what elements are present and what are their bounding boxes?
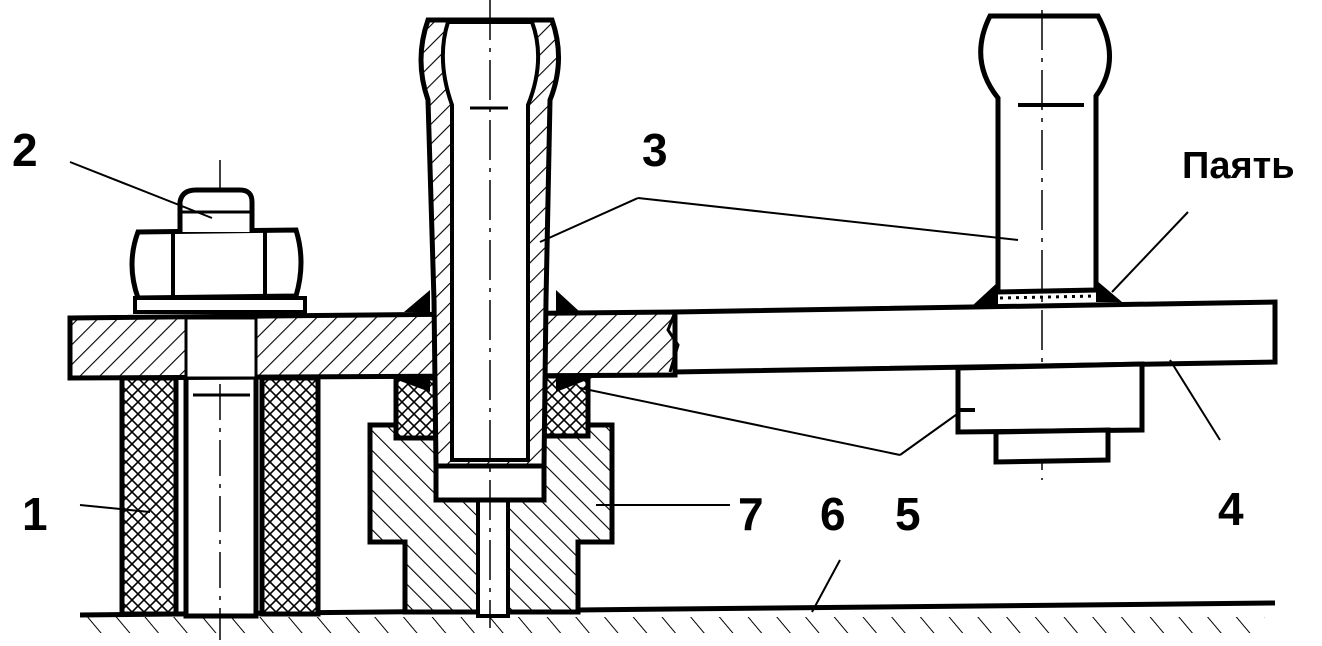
leader-lines: [69, 161, 1221, 613]
bolt-head: [177, 187, 255, 232]
label-1: 1: [22, 488, 48, 540]
insulating-sleeve-right: [259, 375, 321, 617]
label-4: 4: [1218, 483, 1244, 535]
label-2: 2: [12, 124, 38, 176]
terminal-left: [392, 0, 592, 628]
label-5: 5: [895, 488, 921, 540]
label-7: 7: [738, 488, 764, 540]
insulating-sleeve-left: [119, 375, 179, 617]
collar-nut: [367, 422, 615, 618]
label-6: 6: [820, 488, 846, 540]
hex-nut: [129, 227, 307, 314]
base-ground: [79, 600, 1276, 633]
label-solder: Паять: [1182, 145, 1295, 187]
label-3: 3: [642, 124, 668, 176]
solder-fillet: [972, 280, 1122, 306]
lower-nut: [955, 361, 1145, 465]
